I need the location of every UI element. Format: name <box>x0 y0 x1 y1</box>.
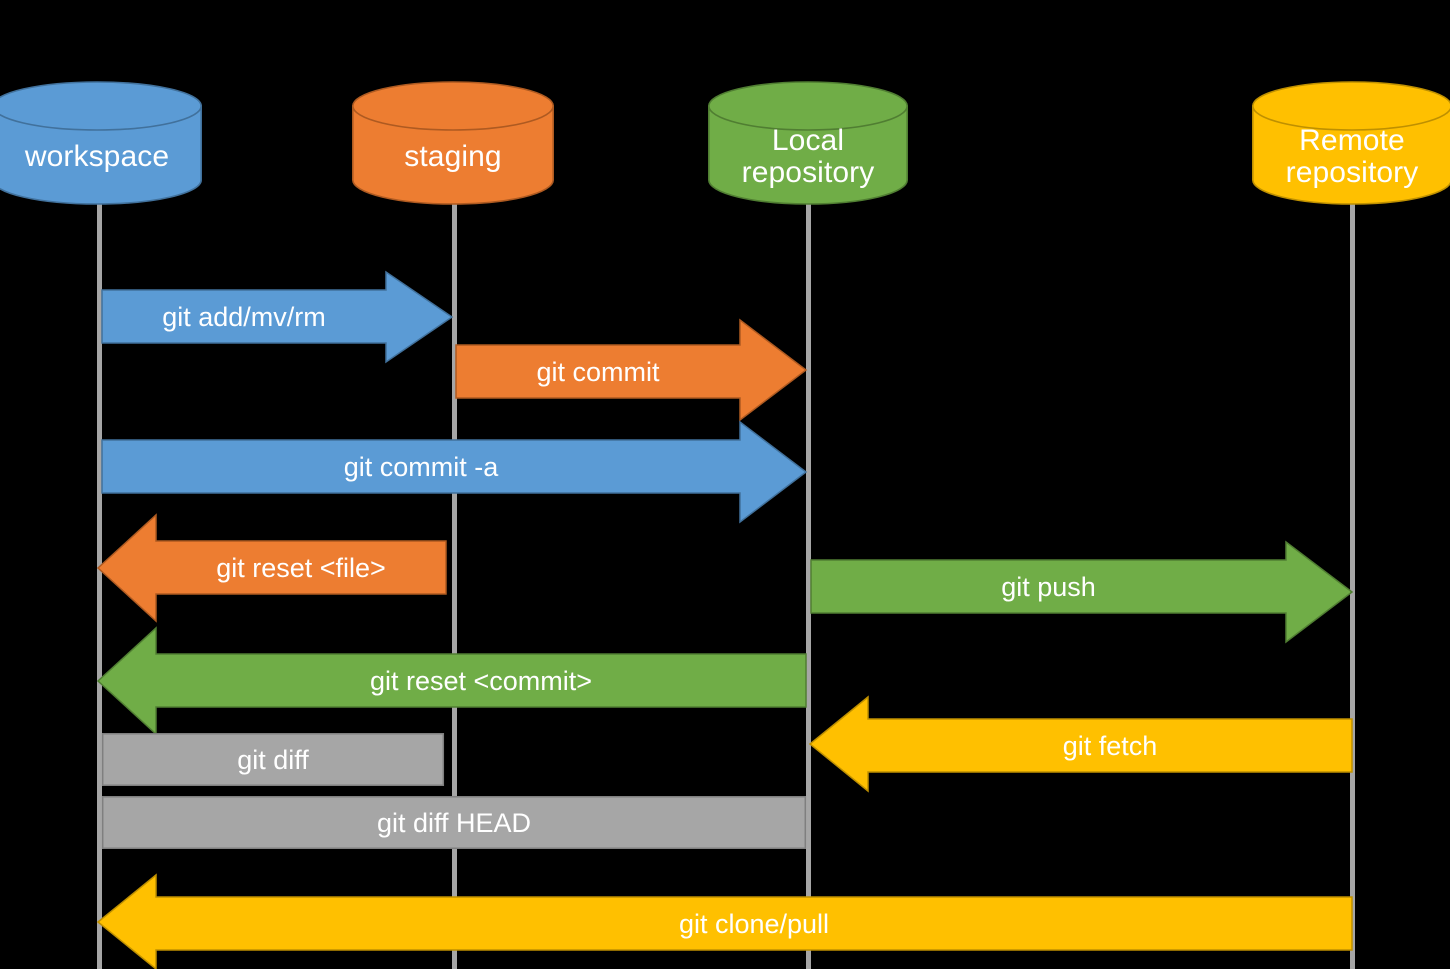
flow-git-reset-file: git reset <file> <box>96 513 447 623</box>
node-workspace: workspace <box>0 81 202 205</box>
flow-git-diff: git diff <box>101 732 445 787</box>
flow-shape-git-fetch <box>808 695 1353 793</box>
flow-git-clone-pull: git clone/pull <box>96 873 1353 969</box>
flow-shape-git-reset-commit <box>96 626 807 736</box>
cylinder-top-local-repository <box>708 81 908 131</box>
flow-git-add-mv-rm: git add/mv/rm <box>101 270 454 364</box>
cylinder-body-remote-repository <box>1252 105 1450 205</box>
cylinder-top-staging <box>352 81 554 131</box>
flow-shape-git-clone-pull <box>96 873 1353 969</box>
flow-git-reset-commit: git reset <commit> <box>96 626 807 736</box>
lifeline-remote-repository <box>1350 196 1355 969</box>
node-remote-repository: Remote repository <box>1252 81 1450 205</box>
flow-shape-git-diff-head <box>101 795 807 850</box>
flow-git-diff-head: git diff HEAD <box>101 795 807 850</box>
flow-git-push: git push <box>810 540 1354 644</box>
cylinder-body-staging <box>352 105 554 205</box>
flow-shape-git-reset-file <box>96 513 447 623</box>
node-local-repository: Local repository <box>708 81 908 205</box>
flow-shape-git-commit-a <box>101 420 808 524</box>
flow-shape-git-diff <box>101 732 445 787</box>
cylinder-body-workspace <box>0 105 202 205</box>
cylinder-body-local-repository <box>708 105 908 205</box>
cylinder-top-remote-repository <box>1252 81 1450 131</box>
flow-git-commit-a: git commit -a <box>101 420 808 524</box>
flow-shape-git-push <box>810 540 1354 644</box>
lifeline-local-repository <box>806 196 811 969</box>
cylinder-top-workspace <box>0 81 202 131</box>
node-staging: staging <box>352 81 554 205</box>
flow-shape-git-commit <box>455 318 808 422</box>
lifeline-staging <box>452 196 457 969</box>
lifeline-workspace <box>97 196 102 969</box>
flow-git-fetch: git fetch <box>808 695 1353 793</box>
flow-shape-git-add-mv-rm <box>101 270 454 364</box>
flow-git-commit: git commit <box>455 318 808 422</box>
